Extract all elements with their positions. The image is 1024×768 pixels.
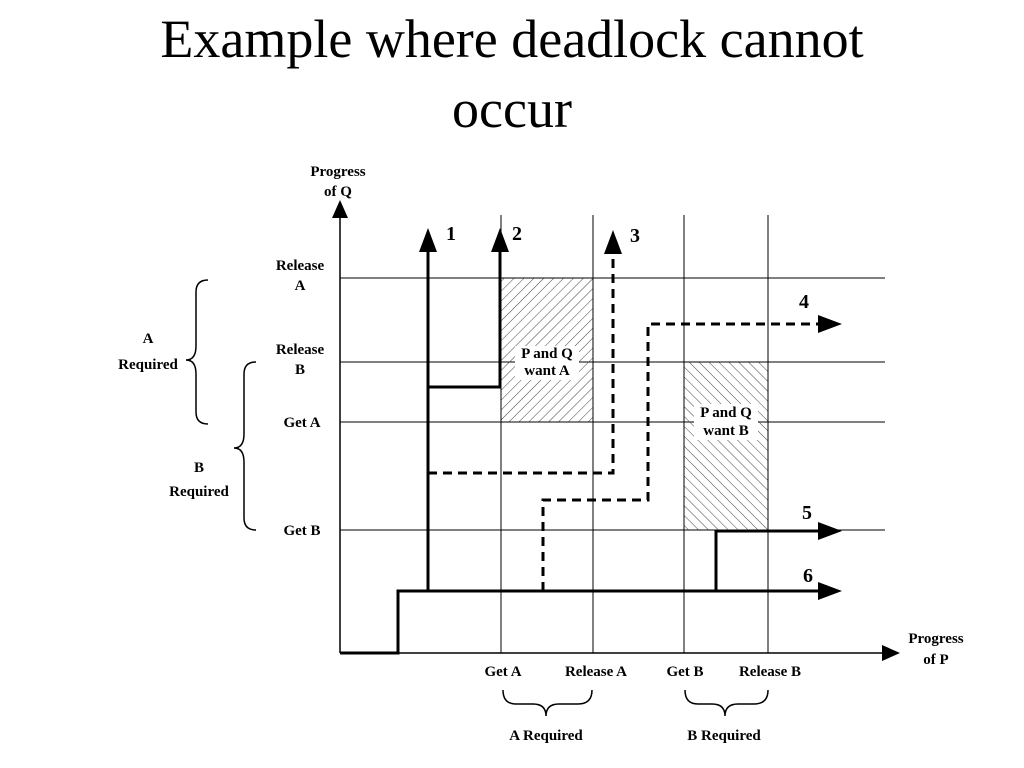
slide-title: Example where deadlock cannot occur	[0, 4, 1024, 144]
x-axis-label-line1: Progress	[908, 631, 963, 647]
path-5-arrow	[818, 522, 842, 540]
path-common-start	[340, 589, 428, 655]
p-b-required: B Required	[687, 728, 761, 744]
path-6: 6	[428, 565, 842, 600]
region-a-label-line1: P and Q	[521, 346, 573, 362]
q-label-get-a: Get A	[283, 415, 320, 431]
path-1: 1	[419, 223, 456, 591]
slide-title-line1: Example where deadlock cannot	[160, 9, 864, 69]
region-a-label-line2: want A	[524, 363, 570, 379]
q-a-required-line1: A	[143, 331, 154, 347]
path-4-label: 4	[799, 291, 809, 313]
y-axis-label-line2: of Q	[324, 184, 352, 200]
y-axis-label-line1: Progress	[310, 164, 365, 180]
brace-q-a-required	[185, 279, 209, 425]
slide-title-line2: occur	[452, 79, 572, 139]
path-3-arrow	[604, 230, 622, 254]
q-a-required-line2: Required	[118, 357, 178, 373]
path-2: 2	[428, 223, 522, 389]
path-3-label: 3	[630, 225, 640, 247]
path-2-label: 2	[512, 223, 522, 245]
y-axis-arrow	[332, 200, 348, 218]
q-label-release-a-line1: Release	[276, 258, 325, 274]
path-2-arrow	[491, 228, 509, 252]
path-4-arrow	[818, 315, 842, 333]
brace-p-b-required	[684, 689, 769, 717]
region-b-label-line2: want B	[703, 423, 748, 439]
x-axis-arrow	[882, 645, 900, 661]
p-label-release-b: Release B	[739, 664, 801, 680]
path-6-arrow	[818, 582, 842, 600]
axes	[332, 200, 900, 661]
p-label-release-a: Release A	[565, 664, 627, 680]
p-label-get-a: Get A	[484, 664, 521, 680]
p-label-get-b: Get B	[666, 664, 703, 680]
q-label-get-b: Get B	[283, 523, 320, 539]
q-b-required-line1: B	[194, 460, 204, 476]
p-a-required: A Required	[509, 728, 583, 744]
path-5: 5	[714, 502, 842, 591]
path-1-arrow	[419, 228, 437, 252]
path-4: 4	[541, 291, 842, 591]
path-1-label: 1	[446, 223, 456, 245]
q-label-release-b-line2: B	[295, 362, 305, 378]
brace-p-a-required	[502, 689, 593, 717]
q-label-release-b-line1: Release	[276, 342, 325, 358]
q-label-release-a-line2: A	[295, 278, 306, 294]
x-axis-label-line2: of P	[923, 652, 948, 668]
path-3: 3	[428, 225, 640, 475]
q-b-required-line2: Required	[169, 484, 229, 500]
brace-q-b-required	[233, 361, 257, 531]
path-6-label: 6	[803, 565, 813, 587]
region-want-b	[683, 361, 769, 531]
path-5-label: 5	[802, 502, 812, 524]
region-b-label-line1: P and Q	[700, 405, 752, 421]
